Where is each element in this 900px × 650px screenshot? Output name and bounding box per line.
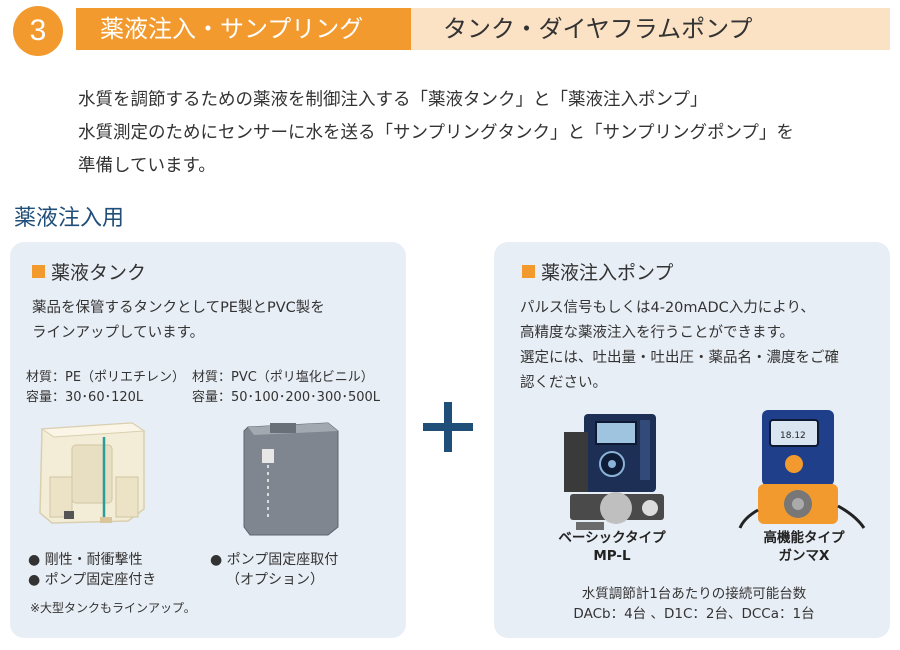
pvc-bullet-list: ● ポンプ固定座取付 （オプション） [210, 550, 338, 590]
pvc-capacity: 容量：50･100･200･300･500L [192, 390, 381, 405]
tank-feature: ● ポンプ固定座付き [28, 572, 157, 588]
orange-square-icon [32, 265, 45, 278]
section-title-bar: 薬液注入・サンプリング タンク・ダイヤフラムポンプ [76, 8, 890, 50]
title-main: 薬液注入・サンプリング [76, 8, 411, 50]
tank-feature: （オプション） [226, 572, 324, 588]
pump-type: 高機能タイプ [763, 530, 845, 546]
pump-desc-line: パルス信号もしくは4-20mADC入力により、 [520, 300, 815, 316]
intro-line: 準備しています。 [78, 156, 216, 176]
pump-panel-title-text: 薬液注入ポンプ [541, 262, 674, 284]
tank-feature: ● 剛性・耐衝撃性 [28, 552, 143, 568]
mp-l-pump-image [564, 414, 664, 530]
pump-desc-line: 選定には、吐出量・吐出圧・薬品名・濃度をご確 [520, 350, 839, 366]
pvc-tank-image [243, 422, 339, 536]
orange-square-icon [522, 265, 535, 278]
mp-l-label: ベーシックタイプ MP-L [542, 529, 682, 565]
step-number-badge: 3 [13, 6, 63, 56]
title-sub: タンク・ダイヤフラムポンプ [411, 8, 890, 50]
pump-desc-line: 高精度な薬液注入を行うことができます。 [520, 325, 795, 341]
intro-line: 水質を調節するための薬液を制御注入する「薬液タンク」と「薬液注入ポンプ」 [78, 90, 708, 110]
tank-feature: ● ポンプ固定座取付 [210, 552, 339, 568]
pe-material: 材質：PE（ポリエチレン） [26, 370, 186, 385]
pvc-material: 材質：PVC（ポリ塩化ビニル） [192, 370, 374, 385]
pump-panel: 薬液注入ポンプ パルス信号もしくは4-20mADC入力により、 高精度な薬液注入… [494, 242, 890, 638]
tank-bullet-list: ● 剛性・耐衝撃性 ● ポンプ固定座付き [28, 550, 156, 590]
gamma-x-label: 高機能タイプ ガンマX [744, 529, 864, 565]
plus-icon [423, 402, 473, 452]
pump-type: ベーシックタイプ [558, 530, 666, 546]
pe-capacity: 容量：30･60･120L [26, 390, 144, 405]
pump-description: パルス信号もしくは4-20mADC入力により、 高精度な薬液注入を行うことができ… [520, 296, 839, 396]
tank-panel-title-text: 薬液タンク [51, 262, 147, 284]
intro-text: 水質を調節するための薬液を制御注入する「薬液タンク」と「薬液注入ポンプ」 水質測… [78, 84, 893, 183]
tank-desc-line: 薬品を保管するタンクとしてPE製とPVC製を [32, 300, 325, 316]
pump-model: ガンマX [778, 548, 830, 564]
section-heading: 薬液注入用 [14, 206, 125, 231]
pump-desc-line: 認ください。 [520, 375, 607, 391]
compat-line: DACb：4台 、D1C：2台、DCCa：1台 [573, 606, 815, 622]
compat-line: 水質調節計1台あたりの接続可能台数 [581, 586, 807, 602]
tank-description: 薬品を保管するタンクとしてPE製とPVC製を ラインアップしています。 [32, 296, 325, 346]
pump-panel-title: 薬液注入ポンプ [522, 258, 673, 285]
tank-panel: 薬液タンク 薬品を保管するタンクとしてPE製とPVC製を ラインアップしています… [10, 242, 406, 638]
gamma-x-pump-image: 18.12 [738, 410, 866, 529]
pe-tank-spec: 材質：PE（ポリエチレン） 容量：30･60･120L [26, 368, 185, 408]
tank-desc-line: ラインアップしています。 [32, 325, 205, 341]
compatibility-info: 水質調節計1台あたりの接続可能台数 DACb：4台 、D1C：2台、DCCa：1… [524, 584, 864, 624]
tank-panel-title: 薬液タンク [32, 258, 146, 285]
pvc-tank-spec: 材質：PVC（ポリ塩化ビニル） 容量：50･100･200･300･500L [192, 368, 380, 408]
pe-tank-image [39, 422, 146, 524]
tank-note: ※大型タンクもラインアップ。 [30, 601, 196, 615]
pump-model: MP-L [593, 548, 631, 564]
intro-line: 水質測定のためにセンサーに水を送る「サンプリングタンク」と「サンプリングポンプ」… [78, 123, 794, 143]
pump-display-value: 18.12 [780, 431, 806, 441]
